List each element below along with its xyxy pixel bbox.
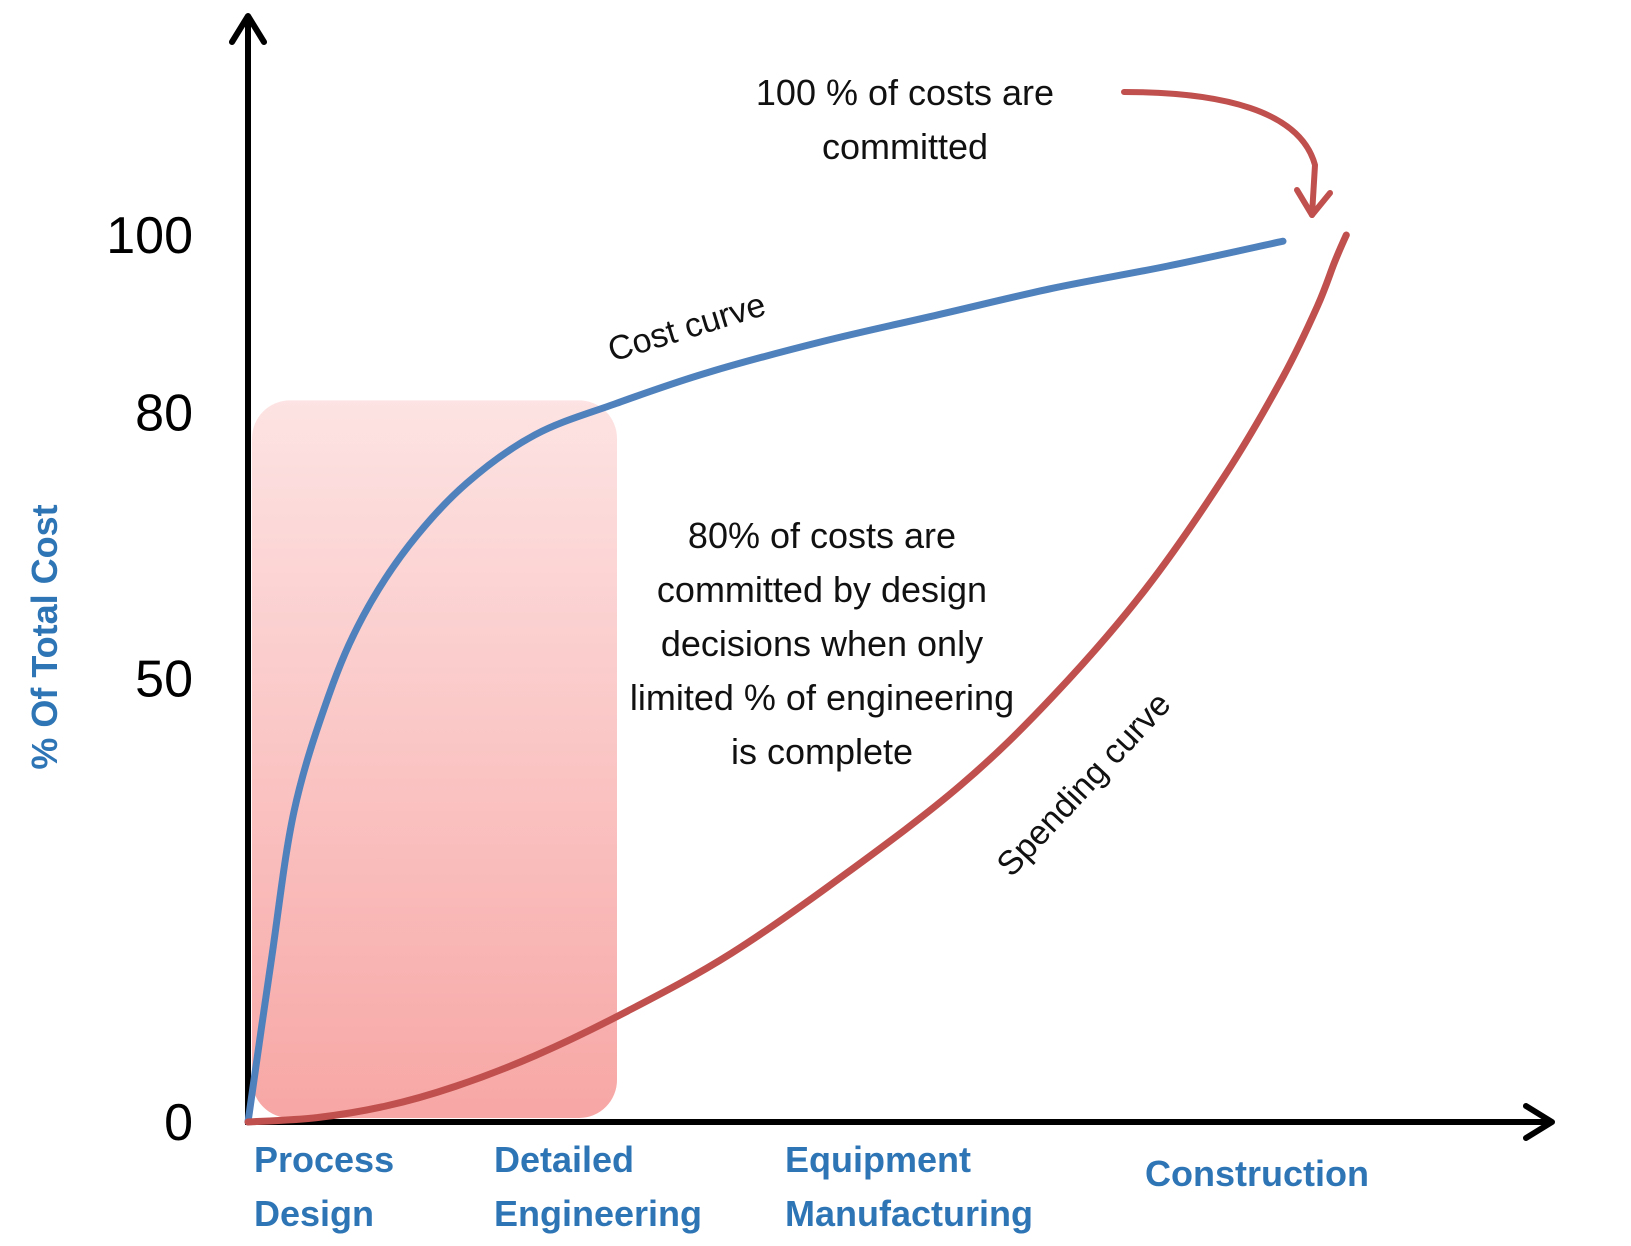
annotation-line: 80% of costs are (688, 515, 956, 556)
y-axis-arrowhead (229, 13, 267, 45)
annotation-100-committed: 100 % of costs are committed (756, 72, 1054, 167)
annotation-line: limited % of engineering (630, 677, 1014, 718)
x-category-label-line: Engineering (494, 1193, 702, 1234)
annotation-line: decisions when only (661, 623, 983, 664)
y-tick-label: 0 (164, 1094, 193, 1152)
spending-curve-line (244, 231, 1350, 1126)
y-tick-labels: 0 50 80 100 (106, 207, 193, 1152)
cost-curve-label: Cost curve (604, 286, 771, 370)
y-tick-label: 80 (135, 384, 193, 442)
annotation-line: is complete (731, 731, 913, 772)
x-category-label-line: Manufacturing (785, 1193, 1033, 1234)
y-tick-label: 50 (135, 651, 193, 709)
y-tick-label: 100 (106, 207, 193, 265)
annotation-line: committed (822, 126, 988, 167)
annotation-80-committed: 80% of costs are committed by design decis… (630, 515, 1014, 772)
design-phase-highlight (252, 400, 617, 1118)
annotation-line: 100 % of costs are (756, 72, 1054, 113)
annotation-arrow (1121, 89, 1318, 218)
spending-curve-label: Spending curve (989, 685, 1178, 884)
annotation-line: committed by design (657, 569, 987, 610)
x-axis-arrowhead (1523, 1103, 1555, 1141)
y-axis-label: % Of Total Cost (24, 504, 65, 769)
x-category-label-line: Equipment (785, 1139, 971, 1180)
x-category-label: Construction (1145, 1153, 1369, 1194)
x-category-label-line: Detailed (494, 1139, 634, 1180)
x-category-label-line: Design (254, 1193, 374, 1234)
x-category-label-line: Process (254, 1139, 394, 1180)
x-category-label-line: Construction (1145, 1153, 1369, 1194)
annotation-arrowhead (1294, 187, 1333, 218)
cost-curve-line (244, 237, 1287, 1126)
